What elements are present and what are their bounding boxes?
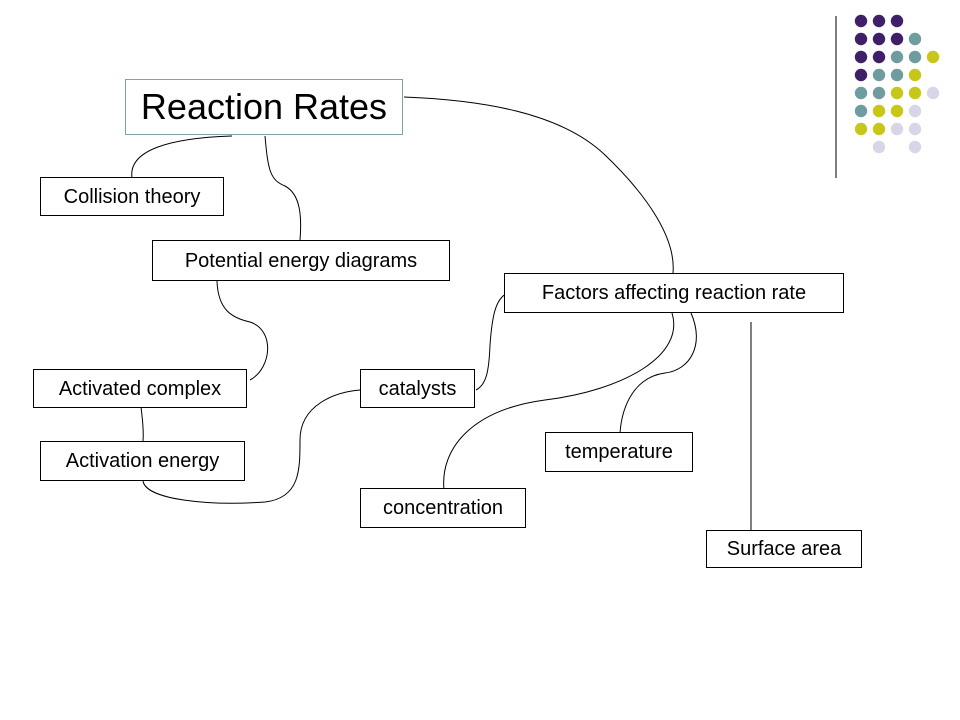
connector-title-potential	[264, 135, 302, 241]
decorative-dot	[854, 122, 868, 136]
decorative-dot	[908, 104, 922, 118]
decorative-dot	[908, 140, 922, 154]
decorative-dot	[854, 50, 868, 64]
connector-factors-temperature	[619, 312, 697, 434]
decorative-dot	[890, 104, 904, 118]
decorative-dot	[890, 50, 904, 64]
decorative-dot	[872, 14, 886, 28]
decorative-dot	[854, 86, 868, 100]
node-activation-energy: Activation energy	[40, 441, 245, 481]
connector-factors-concentration	[443, 312, 675, 491]
node-temperature: temperature	[545, 432, 693, 472]
title-node: Reaction Rates	[125, 79, 403, 135]
decorative-dot	[890, 86, 904, 100]
node-activated-complex: Activated complex	[33, 369, 247, 408]
decorative-dot	[872, 104, 886, 118]
decorative-dot	[908, 32, 922, 46]
decorative-dot	[854, 104, 868, 118]
decorative-dot	[854, 32, 868, 46]
node-potential-energy-diagrams: Potential energy diagrams	[152, 240, 450, 281]
decorative-dot	[872, 32, 886, 46]
decorative-dot	[926, 86, 940, 100]
decorative-dot	[890, 122, 904, 136]
node-surface-area: Surface area	[706, 530, 862, 568]
decorative-dot	[908, 122, 922, 136]
node-concentration: concentration	[360, 488, 526, 528]
node-catalysts: catalysts	[360, 369, 475, 408]
decorative-dot	[908, 86, 922, 100]
decorative-dot	[890, 32, 904, 46]
decorative-dot	[872, 50, 886, 64]
decorative-dot	[926, 50, 940, 64]
decorative-dot	[854, 14, 868, 28]
decorative-dot	[872, 122, 886, 136]
decorative-dot	[908, 68, 922, 82]
decorative-dot	[854, 68, 868, 82]
decorative-dot	[890, 68, 904, 82]
node-factors-affecting-reaction-rate: Factors affecting reaction rate	[504, 273, 844, 313]
decorative-dot	[872, 140, 886, 154]
connector-activated-activation	[140, 406, 144, 442]
connector-title-collision	[131, 135, 233, 179]
connector-title-factors	[403, 96, 674, 274]
decorative-dot	[872, 68, 886, 82]
decorative-dot	[872, 86, 886, 100]
connector-factors-catalysts	[475, 292, 509, 391]
connector-potential-activated	[216, 280, 269, 381]
decorative-dot	[890, 14, 904, 28]
decorative-dot	[908, 50, 922, 64]
connector-activation-catalysts	[142, 389, 361, 504]
node-collision-theory: Collision theory	[40, 177, 224, 216]
